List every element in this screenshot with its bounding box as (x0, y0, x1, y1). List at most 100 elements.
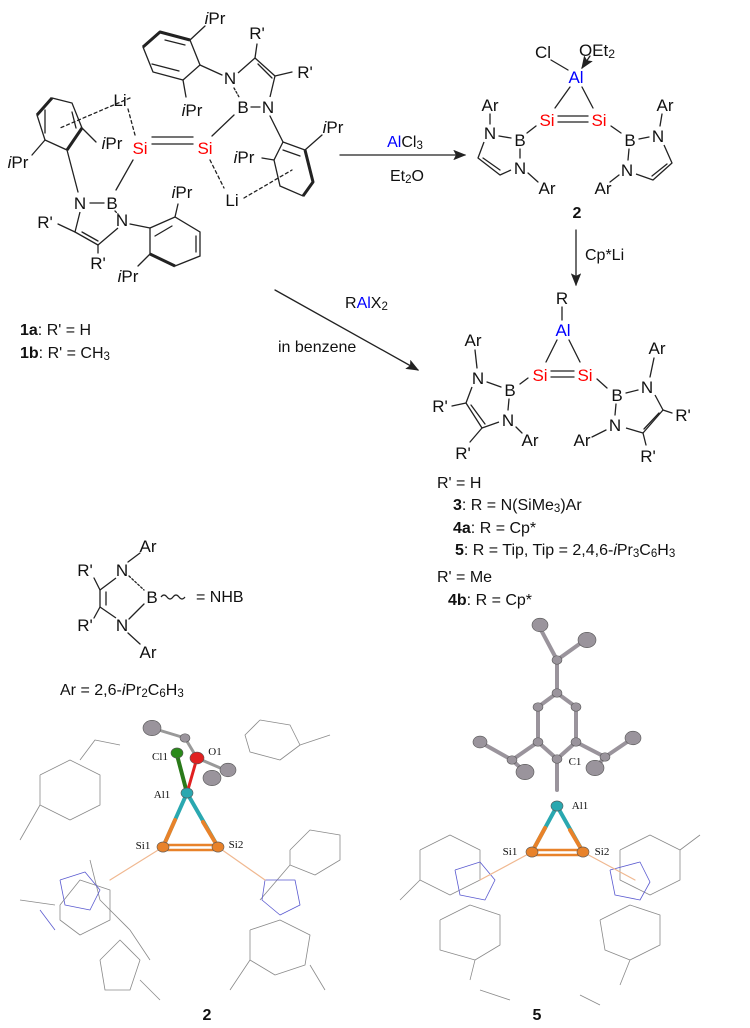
carbon-atom (599, 752, 611, 762)
bond (164, 39, 186, 46)
bond (486, 381, 502, 388)
nhb-equals-label-part: = NHB (196, 589, 244, 606)
wireframe-bond (139, 979, 161, 1001)
atom-n-part: N (262, 98, 274, 117)
bond (199, 64, 223, 76)
bond (269, 115, 284, 143)
solvent-et2o-part: O (412, 168, 424, 185)
legend-rprime-h-part: R' = H (437, 475, 481, 492)
bond (625, 389, 639, 394)
wireframe-bond (599, 904, 661, 961)
wireframe-bond (19, 899, 56, 906)
ipr-label-part: Pr (185, 101, 202, 120)
wavy-bond (160, 594, 186, 600)
ipr-label-part: Pr (208, 9, 225, 28)
bond (233, 87, 240, 98)
atom-n-part: N (484, 124, 496, 143)
crystal-label-si2-part: Si2 (229, 839, 244, 851)
wireframe-bond (479, 989, 511, 1001)
legend-compound-5-part: H (657, 542, 669, 559)
legend-compound-3-part: )Ar (560, 497, 582, 514)
bond (643, 412, 660, 430)
atom-al: Al (568, 68, 583, 87)
aryl-definition: Ar = 2,6-iPr2C6H3 (60, 682, 184, 701)
crystal-label-cl1: Cl1 (152, 751, 168, 763)
atom-b: B (624, 131, 635, 150)
atom-ar: Ar (539, 179, 556, 198)
carbon-atom (142, 720, 162, 736)
bond (128, 603, 145, 620)
atom-n: N (262, 98, 274, 117)
ipr-label: iPr (323, 118, 344, 137)
atom-n: N (609, 416, 621, 435)
atom-n-part: N (514, 159, 526, 178)
atom-b-part: B (504, 381, 515, 400)
si-atom (525, 846, 539, 858)
carbon-atom (551, 754, 563, 764)
carbon-atom (585, 760, 605, 776)
bond (189, 25, 206, 41)
crystal-label-cl1-part: Cl1 (152, 751, 168, 763)
ipr-label-part: Pr (121, 267, 138, 286)
carbon-atom (551, 688, 563, 698)
oet2-label-part: O (579, 41, 592, 60)
wireframe-bond (289, 829, 341, 876)
atom-rp: R' (37, 213, 53, 232)
bond (127, 108, 136, 136)
atom-n: N (116, 616, 128, 635)
wireframe-bond (39, 909, 56, 931)
atom-si-part: Si (532, 366, 547, 385)
atom-si: Si (197, 139, 212, 158)
wireframe-bond (244, 719, 301, 761)
atom-si-part: Si (577, 366, 592, 385)
wireframe-bond (89, 859, 151, 961)
atom-b: B (237, 98, 248, 117)
atom-n-part: N (224, 69, 236, 88)
aryl-definition-part: Ar = 2,6- (60, 682, 122, 699)
compound-1b-label-part: : R' = CH (39, 345, 104, 362)
bond (114, 210, 119, 215)
atom-r: R (556, 289, 568, 308)
legend-rprime-me-part: R' = Me (437, 569, 492, 586)
bond (477, 141, 512, 176)
carbon-atom (532, 737, 544, 747)
atom-ar: Ar (140, 643, 157, 662)
bond (469, 427, 483, 443)
carbon-atom (551, 655, 563, 665)
carbon-atom (506, 755, 518, 765)
bond (581, 55, 593, 70)
atom-b: B (611, 386, 622, 405)
wireframe-bond (469, 959, 476, 981)
si-n-bond (217, 846, 266, 881)
legend-compound-5-part: : R = Tip, Tip = 2,4,6- (464, 542, 613, 559)
atom-ar-part: Ar (595, 179, 612, 198)
wireframe-bond (579, 994, 601, 1006)
crystal-label-al1: Al1 (154, 789, 171, 801)
bond (174, 203, 179, 218)
bond (591, 429, 607, 438)
bond (57, 223, 76, 233)
wireframe-bond (99, 939, 141, 991)
al-atom (180, 787, 194, 799)
atom-si-part: Si (539, 111, 554, 130)
bond (142, 30, 191, 49)
legend-compound-5-part: 3 (633, 548, 639, 560)
reaction-arrow (274, 289, 420, 371)
legend-compound-3-part: 3 (453, 497, 462, 514)
atom-ar: Ar (482, 96, 499, 115)
wireframe-bond (39, 759, 101, 821)
aryl-definition-part: 2 (141, 688, 147, 700)
atom-ar-part: Ar (140, 643, 157, 662)
aryl-definition-part: 3 (177, 688, 183, 700)
atom-li: Li (225, 191, 238, 210)
atom-ar-part: Ar (649, 339, 666, 358)
solvent-et2o-part: Et (390, 168, 406, 185)
wireframe-bond (619, 834, 681, 896)
al-atom (550, 800, 564, 812)
ipr-label: iPr (118, 267, 139, 286)
atom-ar: Ar (140, 537, 157, 556)
crystal-label-c1: C1 (569, 756, 582, 768)
carbon-atom (219, 762, 237, 778)
atom-rp-part: R' (432, 397, 448, 416)
legend-compound-5: 5: R = Tip, Tip = 2,4,6-iPr3C6H3 (455, 542, 675, 561)
